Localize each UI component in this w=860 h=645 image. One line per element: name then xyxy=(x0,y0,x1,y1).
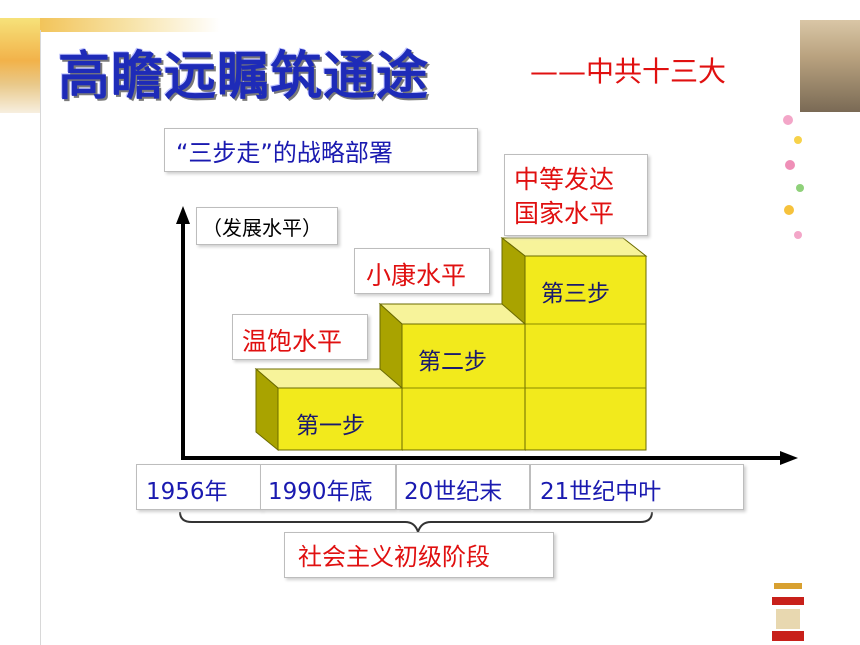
decorative-corner-left xyxy=(0,18,40,113)
level-box-1 xyxy=(232,314,368,360)
level-box-2 xyxy=(354,248,490,294)
timeline-label-1: 1956年 xyxy=(146,479,228,505)
slide-subtitle: ——中共十三大 xyxy=(530,55,727,88)
decorative-strip-top xyxy=(40,18,220,32)
level-label-1: 温饱水平 xyxy=(242,327,343,356)
y-axis-label-box xyxy=(196,207,338,245)
timeline-label-3: 20世纪末 xyxy=(404,479,503,505)
timeline-box-3 xyxy=(396,464,530,510)
timeline-box-4 xyxy=(530,464,744,510)
timeline-label-4: 21世纪中叶 xyxy=(540,479,662,505)
slide-title: 高瞻远瞩筑通途 xyxy=(58,46,430,107)
step-block-1 xyxy=(254,367,404,452)
y-axis-label: （发展水平） xyxy=(202,216,322,240)
strategy-box xyxy=(164,128,478,172)
stage-label: 社会主义初级阶段 xyxy=(298,543,490,571)
step-label-2: 第二步 xyxy=(418,349,487,375)
step-label-3: 第三步 xyxy=(541,281,610,307)
level-box-3 xyxy=(504,154,648,236)
stage-brace xyxy=(179,511,653,536)
timeline-box-2 xyxy=(260,464,396,510)
strategy-label: “三步走”的战略部署 xyxy=(176,139,393,167)
portrait-image xyxy=(800,20,860,112)
stage-box xyxy=(284,532,554,578)
decorative-flowers xyxy=(783,115,804,239)
y-axis-arrow xyxy=(176,206,190,224)
x-axis-arrow xyxy=(780,451,798,465)
slide-border-line xyxy=(40,30,41,645)
level-label-3b: 国家水平 xyxy=(514,199,615,228)
decorative-building xyxy=(772,583,804,641)
level-label-3a: 中等发达 xyxy=(514,165,615,194)
level-label-2: 小康水平 xyxy=(366,261,467,290)
step-label-1: 第一步 xyxy=(296,413,365,439)
timeline-label-2: 1990年底 xyxy=(268,479,373,505)
